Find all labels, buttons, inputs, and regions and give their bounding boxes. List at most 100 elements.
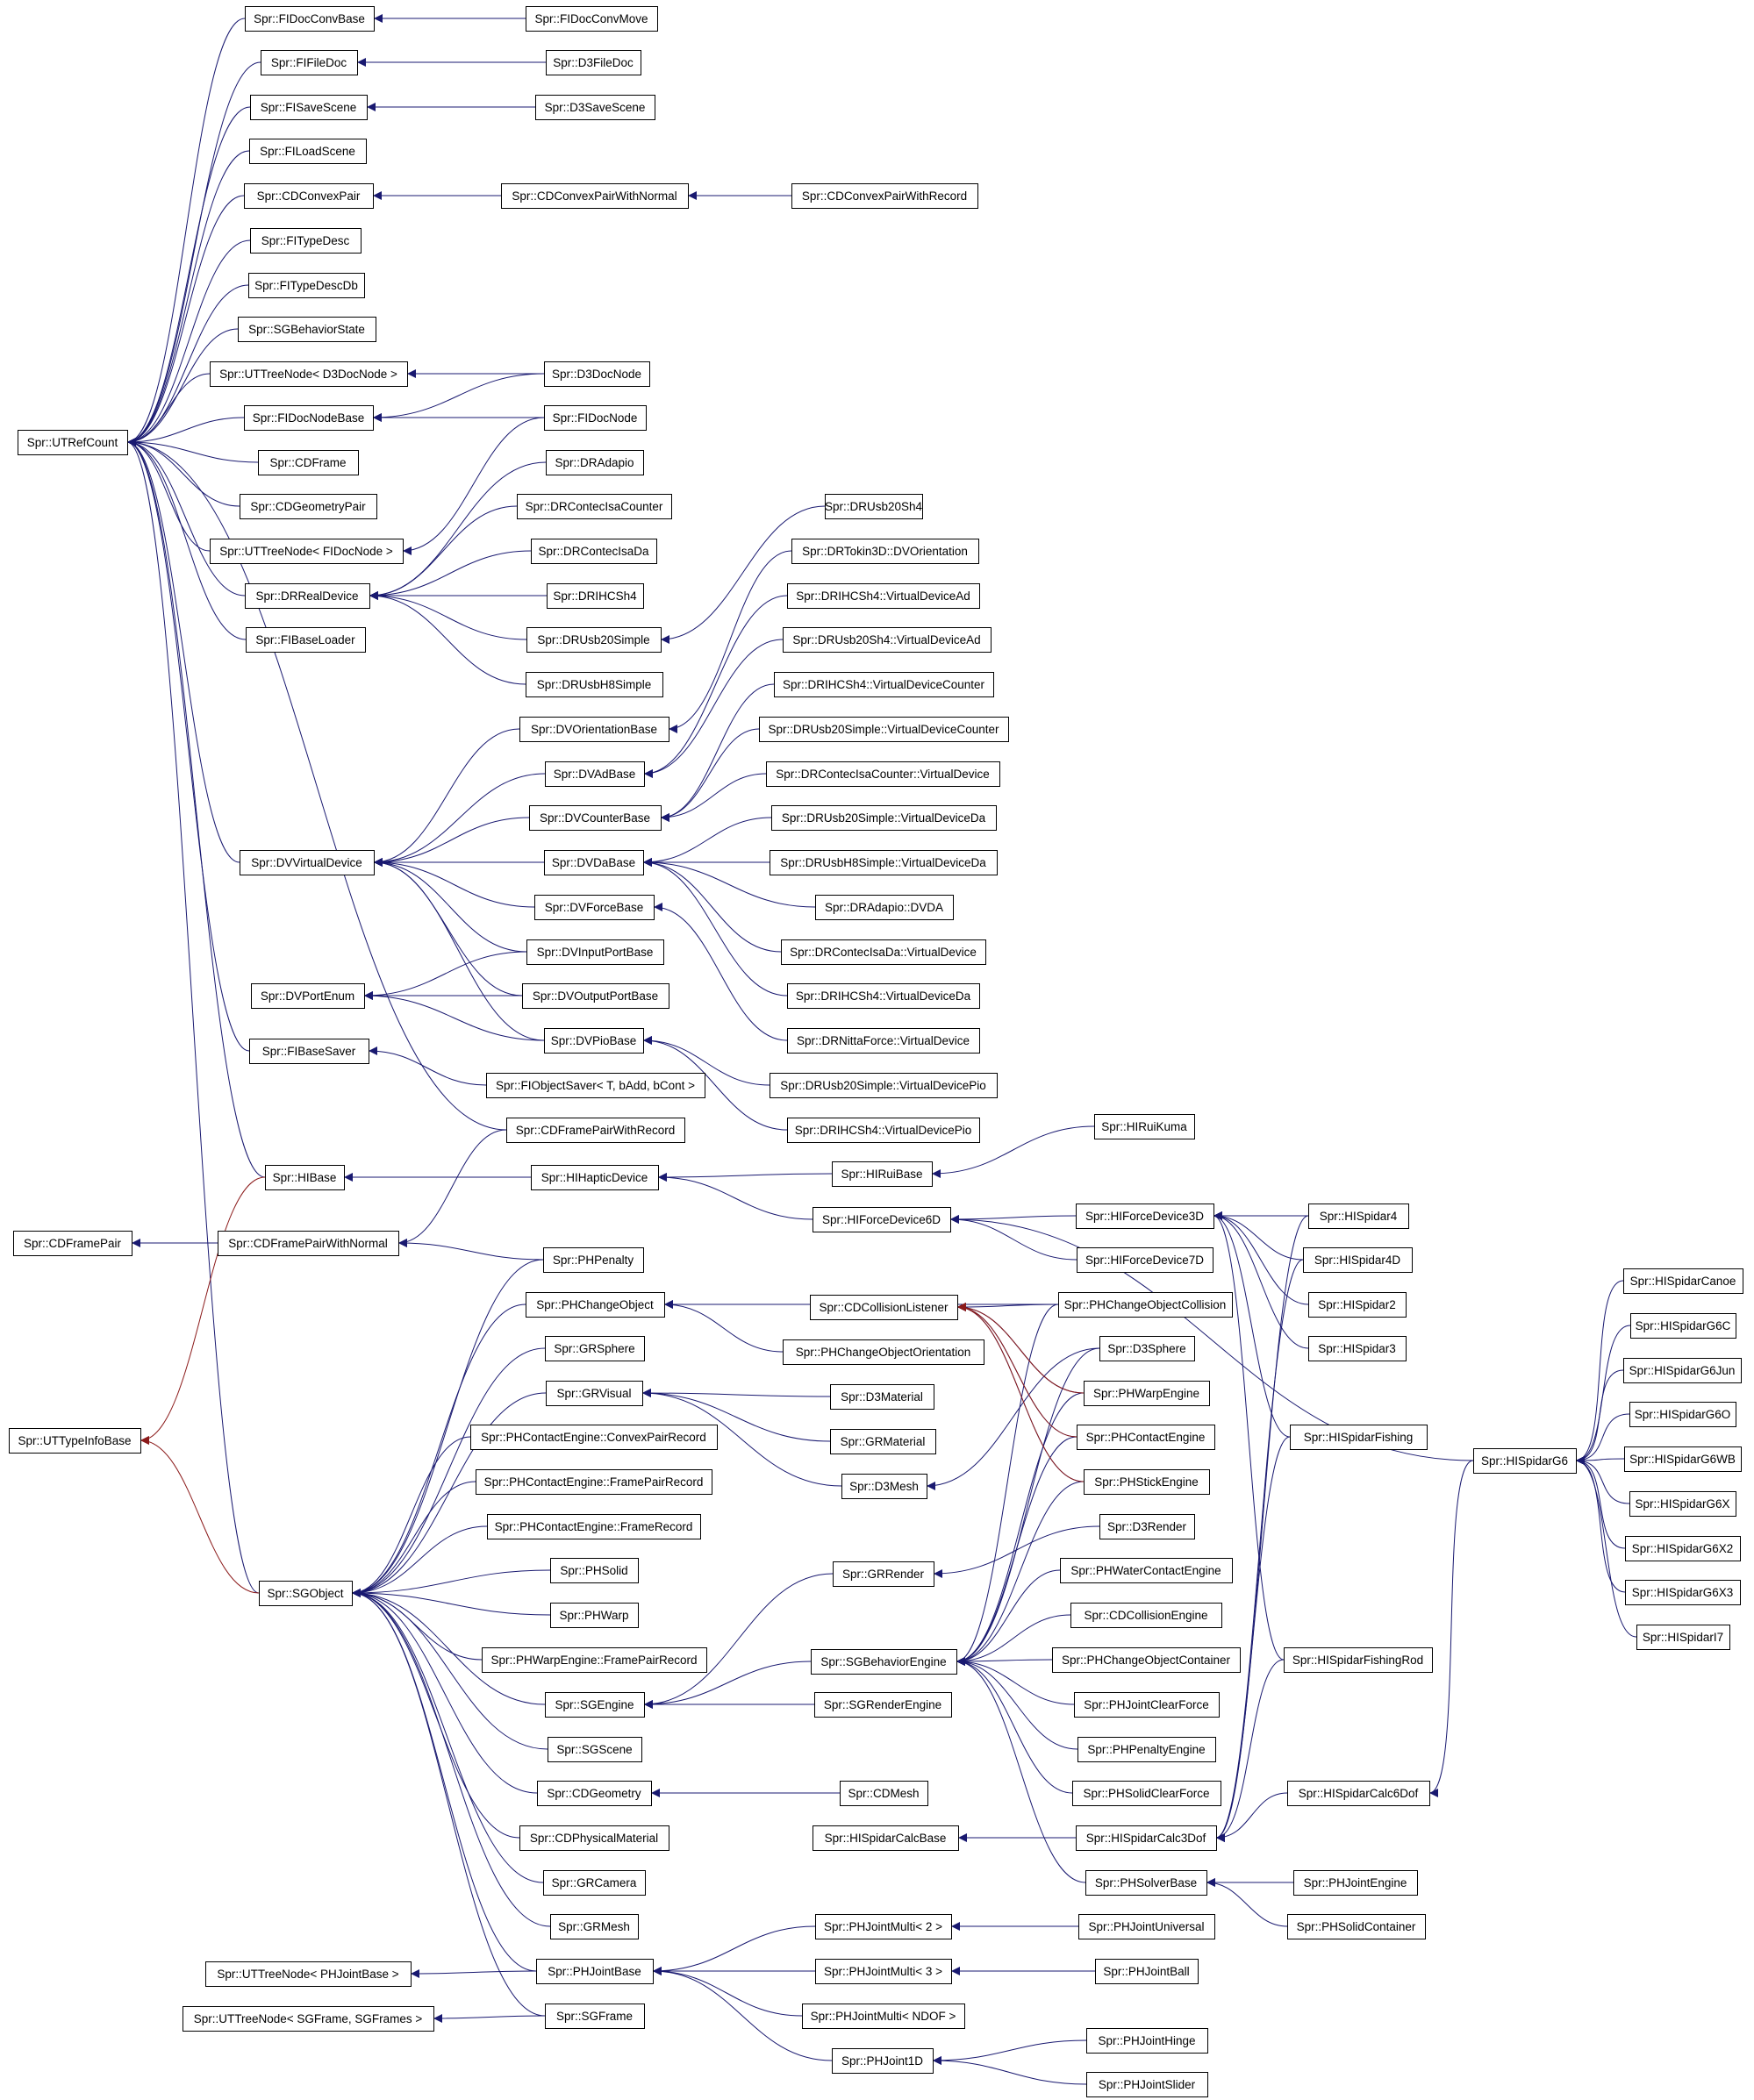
class-node-drihc-sh4-virtual-device-ad[interactable]: Spr::DRIHCSh4::VirtualDeviceAd [787,583,980,609]
class-node-ph-stick-engine[interactable]: Spr::PHStickEngine [1084,1469,1210,1495]
class-node-hi-spidar-g6[interactable]: Spr::HISpidarG6 [1473,1448,1577,1474]
class-node-hi-spidar4[interactable]: Spr::HISpidar4 [1308,1204,1409,1229]
class-node-drihc-sh4-virtual-device-da[interactable]: Spr::DRIHCSh4::VirtualDeviceDa [787,983,980,1009]
class-node-ph-warp-engine[interactable]: Spr::PHWarpEngine [1084,1381,1210,1406]
class-node-hi-spidar-i7[interactable]: Spr::HISpidarI7 [1636,1625,1730,1650]
class-node-dr-usb20-sh4[interactable]: Spr::DRUsb20Sh4 [825,494,923,519]
class-node-hi-spidar-g6-x3[interactable]: Spr::HISpidarG6X3 [1625,1580,1741,1605]
class-node-fi-doc-conv-base[interactable]: Spr::FIDocConvBase [245,6,375,32]
class-node-ph-joint1-d[interactable]: Spr::PHJoint1D [832,2048,934,2074]
class-node-hi-force-device6-d[interactable]: Spr::HIForceDevice6D [813,1207,951,1232]
class-node-cd-frame[interactable]: Spr::CDFrame [258,450,359,475]
class-node-ph-solid[interactable]: Spr::PHSolid [550,1558,639,1583]
class-node-cd-frame-pair[interactable]: Spr::CDFramePair [13,1231,132,1256]
class-node-hi-spidar-g6-c[interactable]: Spr::HISpidarG6C [1630,1313,1736,1339]
class-node-cd-frame-pair-with-record[interactable]: Spr::CDFramePairWithRecord [506,1118,685,1143]
class-node-ph-joint-hinge[interactable]: Spr::PHJointHinge [1086,2028,1208,2054]
class-node-sg-behavior-engine[interactable]: Spr::SGBehaviorEngine [811,1649,957,1675]
class-node-dv-port-enum[interactable]: Spr::DVPortEnum [251,983,365,1009]
class-node-cd-collision-listener[interactable]: Spr::CDCollisionListener [810,1295,958,1320]
class-node-dv-orientation-base[interactable]: Spr::DVOrientationBase [519,717,669,742]
class-node-ph-joint-multi2[interactable]: Spr::PHJointMulti< 2 > [815,1914,952,1939]
class-node-fi-object-saver[interactable]: Spr::FIObjectSaver< T, bAdd, bCont > [486,1073,705,1098]
class-node-fi-file-doc[interactable]: Spr::FIFileDoc [261,50,358,75]
class-node-dr-nitta-force-virtual-device[interactable]: Spr::DRNittaForce::VirtualDevice [787,1028,980,1054]
class-node-fi-base-saver[interactable]: Spr::FIBaseSaver [249,1039,369,1064]
class-node-dr-real-device[interactable]: Spr::DRRealDevice [245,583,370,609]
class-node-dr-contec-isa-counter[interactable]: Spr::DRContecIsaCounter [517,494,672,519]
class-node-dr-usb20-sh4-virtual-device-ad[interactable]: Spr::DRUsb20Sh4::VirtualDeviceAd [783,627,992,653]
class-node-hi-spidar-calc-base[interactable]: Spr::HISpidarCalcBase [813,1825,959,1851]
class-node-dv-ad-base[interactable]: Spr::DVAdBase [545,761,645,787]
class-node-ph-contact-engine-frame-pair-record[interactable]: Spr::PHContactEngine::FramePairRecord [476,1469,712,1495]
class-node-ph-contact-engine-frame-record[interactable]: Spr::PHContactEngine::FrameRecord [487,1514,701,1539]
class-node-hi-rui-base[interactable]: Spr::HIRuiBase [832,1161,933,1187]
class-node-cd-physical-material[interactable]: Spr::CDPhysicalMaterial [519,1825,669,1851]
class-node-gr-mesh[interactable]: Spr::GRMesh [550,1914,639,1939]
class-node-hi-spidar2[interactable]: Spr::HISpidar2 [1308,1292,1407,1318]
class-node-ph-joint-ball[interactable]: Spr::PHJointBall [1095,1959,1199,1984]
class-node-fi-type-desc[interactable]: Spr::FITypeDesc [250,228,362,254]
class-node-hi-spidar-g6-x2[interactable]: Spr::HISpidarG6X2 [1625,1536,1741,1561]
class-node-dv-pio-base[interactable]: Spr::DVPioBase [544,1028,644,1054]
class-node-dr-tokin3-ddv-orientation[interactable]: Spr::DRTokin3D::DVOrientation [791,539,979,564]
class-node-ut-tree-node-fi-doc-node[interactable]: Spr::UTTreeNode< FIDocNode > [210,539,404,564]
class-node-fi-type-desc-db[interactable]: Spr::FITypeDescDb [248,273,365,298]
class-node-sg-render-engine[interactable]: Spr::SGRenderEngine [814,1692,952,1718]
class-node-dv-counter-base[interactable]: Spr::DVCounterBase [529,805,662,831]
class-node-ph-joint-multi3[interactable]: Spr::PHJointMulti< 3 > [815,1959,952,1984]
class-node-ph-solver-base[interactable]: Spr::PHSolverBase [1085,1870,1207,1896]
class-node-gr-material[interactable]: Spr::GRMaterial [830,1429,936,1454]
class-node-dr-adapio-dvda[interactable]: Spr::DRAdapio::DVDA [815,895,954,920]
class-node-cd-convex-pair[interactable]: Spr::CDConvexPair [244,183,374,209]
class-node-dr-usb20-simple-virtual-device-counter[interactable]: Spr::DRUsb20Simple::VirtualDeviceCounter [759,717,1009,742]
class-node-fi-doc-node[interactable]: Spr::FIDocNode [544,405,647,431]
class-node-drihc-sh4-virtual-device-counter[interactable]: Spr::DRIHCSh4::VirtualDeviceCounter [774,672,994,697]
class-node-cd-collision-engine[interactable]: Spr::CDCollisionEngine [1070,1603,1222,1628]
class-node-ph-joint-slider[interactable]: Spr::PHJointSlider [1086,2072,1208,2097]
class-node-ph-contact-engine-convex-pair-record[interactable]: Spr::PHContactEngine::ConvexPairRecord [470,1425,718,1450]
class-node-ph-warp-engine-frame-pair-record[interactable]: Spr::PHWarpEngine::FramePairRecord [482,1647,707,1673]
class-node-dv-force-base[interactable]: Spr::DVForceBase [534,895,655,920]
class-node-d3-material[interactable]: Spr::D3Material [830,1384,934,1410]
class-node-hi-spidar-g6-jun[interactable]: Spr::HISpidarG6Jun [1623,1358,1742,1383]
class-node-gr-camera[interactable]: Spr::GRCamera [543,1870,646,1896]
class-node-hi-spidar-canoe[interactable]: Spr::HISpidarCanoe [1623,1268,1743,1294]
class-node-ph-penalty[interactable]: Spr::PHPenalty [543,1247,644,1273]
class-node-drihc-sh4[interactable]: Spr::DRIHCSh4 [547,583,644,609]
class-node-drihc-sh4-virtual-device-pio[interactable]: Spr::DRIHCSh4::VirtualDevicePio [787,1118,980,1143]
class-node-dr-contec-isa-da[interactable]: Spr::DRContecIsaDa [531,539,657,564]
class-node-cd-geometry-pair[interactable]: Spr::CDGeometryPair [240,494,377,519]
class-node-ph-change-object-collision[interactable]: Spr::PHChangeObjectCollision [1058,1292,1233,1318]
class-node-cd-convex-pair-with-normal[interactable]: Spr::CDConvexPairWithNormal [501,183,689,209]
class-node-sg-scene[interactable]: Spr::SGScene [548,1737,642,1762]
class-node-cd-convex-pair-with-record[interactable]: Spr::CDConvexPairWithRecord [791,183,978,209]
class-node-ph-solid-clear-force[interactable]: Spr::PHSolidClearForce [1072,1781,1221,1806]
class-node-hi-spidar-g6-x[interactable]: Spr::HISpidarG6X [1629,1491,1736,1517]
class-node-gr-render[interactable]: Spr::GRRender [833,1561,934,1587]
class-node-ph-joint-multi-ndof[interactable]: Spr::PHJointMulti< NDOF > [802,2004,965,2029]
class-node-ph-joint-universal[interactable]: Spr::PHJointUniversal [1078,1914,1215,1939]
class-node-ph-change-object-container[interactable]: Spr::PHChangeObjectContainer [1052,1647,1241,1673]
class-node-fi-save-scene[interactable]: Spr::FISaveScene [250,95,368,120]
class-node-dr-usb20-simple-virtual-device-da[interactable]: Spr::DRUsb20Simple::VirtualDeviceDa [771,805,997,831]
class-node-ut-type-info-base[interactable]: Spr::UTTypeInfoBase [9,1428,141,1454]
class-node-dv-output-port-base[interactable]: Spr::DVOutputPortBase [522,983,669,1009]
class-node-gr-visual[interactable]: Spr::GRVisual [546,1381,643,1406]
class-node-hi-force-device7-d[interactable]: Spr::HIForceDevice7D [1077,1247,1213,1273]
class-node-ut-tree-node-sg-frame[interactable]: Spr::UTTreeNode< SGFrame, SGFrames > [183,2006,434,2032]
class-node-d3-file-doc[interactable]: Spr::D3FileDoc [546,50,641,75]
class-node-ph-solid-container[interactable]: Spr::PHSolidContainer [1287,1914,1426,1939]
class-node-sg-frame[interactable]: Spr::SGFrame [545,2004,645,2029]
class-node-hi-rui-kuma[interactable]: Spr::HIRuiKuma [1094,1114,1195,1139]
class-node-hi-spidar-fishing-rod[interactable]: Spr::HISpidarFishingRod [1284,1647,1433,1673]
class-node-ut-ref-count[interactable]: Spr::UTRefCount [18,430,128,455]
class-node-hi-base[interactable]: Spr::HIBase [265,1165,345,1190]
class-node-ph-warp[interactable]: Spr::PHWarp [550,1603,639,1628]
class-node-dr-adapio[interactable]: Spr::DRAdapio [546,450,644,475]
class-node-dr-usb-h8-simple-virtual-device-da[interactable]: Spr::DRUsbH8Simple::VirtualDeviceDa [770,850,998,875]
class-node-ut-tree-node-d3-doc-node[interactable]: Spr::UTTreeNode< D3DocNode > [210,361,408,387]
class-node-fi-doc-conv-move[interactable]: Spr::FIDocConvMove [526,6,658,32]
class-node-fi-load-scene[interactable]: Spr::FILoadScene [249,139,367,164]
class-node-ph-water-contact-engine[interactable]: Spr::PHWaterContactEngine [1060,1558,1233,1583]
